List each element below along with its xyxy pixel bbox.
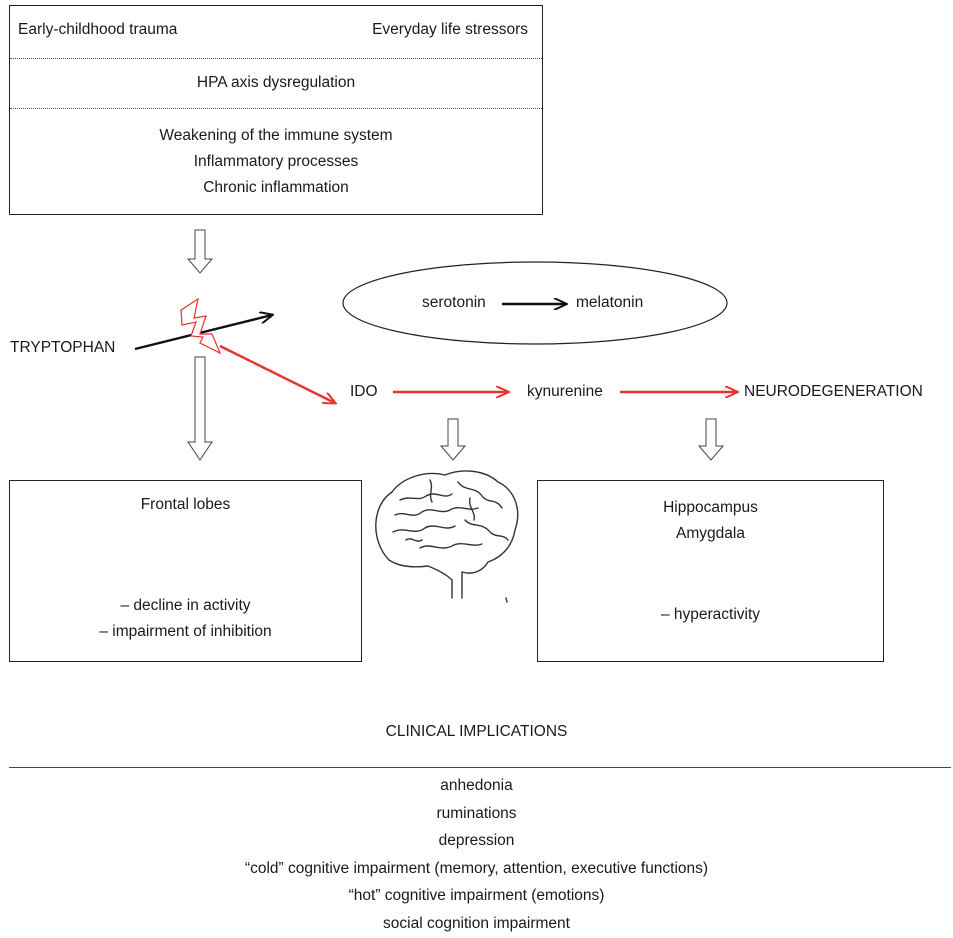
list-item: “cold” cognitive impairment (memory, att… (244, 859, 709, 877)
hpa-axis-label: HPA axis dysregulation (196, 74, 356, 91)
amygdala-title: Amygdala (676, 525, 745, 542)
decline-in-activity-label: – decline in activity (120, 597, 251, 614)
hollow-down-arrow-icon (187, 356, 213, 461)
clinical-divider (9, 767, 951, 768)
tryptophan-to-serotonin-arrow (134, 315, 272, 351)
stressors-box: Early-childhood trauma Everyday life str… (9, 5, 543, 215)
clinical-implications-heading: CLINICAL IMPLICATIONS (385, 723, 568, 740)
clinical-list: anhedonia ruminations depression “cold” … (0, 772, 953, 937)
neurodegeneration-label: NEURODEGENERATION (744, 383, 923, 400)
hyperactivity-label: – hyperactivity (660, 606, 761, 623)
list-item: ruminations (436, 804, 517, 822)
melatonin-label: melatonin (576, 294, 644, 311)
hollow-down-arrow-icon (186, 229, 214, 274)
brain-icon (375, 470, 519, 603)
inflammatory-processes-label: Inflammatory processes (193, 153, 359, 170)
kynurenine-label: kynurenine (527, 383, 603, 400)
hollow-down-arrow-icon (439, 418, 467, 461)
frontal-lobes-title: Frontal lobes (140, 496, 231, 513)
hippocampus-title: Hippocampus (663, 499, 758, 516)
hollow-down-arrow-icon (697, 418, 725, 461)
immune-weakening-label: Weakening of the immune system (159, 127, 393, 144)
tryptophan-label: TRYPTOPHAN (10, 339, 116, 356)
tryptophan-to-ido-arrow (219, 344, 335, 403)
list-item: social cognition impairment (383, 914, 570, 932)
early-childhood-trauma-label: Early-childhood trauma (18, 21, 178, 38)
list-item: depression (438, 832, 515, 849)
chronic-inflammation-label: Chronic inflammation (203, 179, 349, 196)
lightning-bolt-icon (180, 297, 222, 355)
separator-2 (10, 108, 542, 109)
list-item: “hot” cognitive impairment (emotions) (348, 887, 605, 904)
separator-1 (10, 58, 542, 59)
list-item: anhedonia (440, 777, 513, 794)
serotonin-label: serotonin (422, 294, 486, 311)
impairment-of-inhibition-label: – impairment of inhibition (99, 623, 272, 640)
ido-label: IDO (350, 383, 378, 400)
hippocampus-amygdala-box: Hippocampus Amygdala – hyperactivity (537, 480, 884, 662)
everyday-life-stressors-label: Everyday life stressors (372, 21, 528, 38)
frontal-lobes-box: Frontal lobes – decline in activity – im… (9, 480, 362, 662)
